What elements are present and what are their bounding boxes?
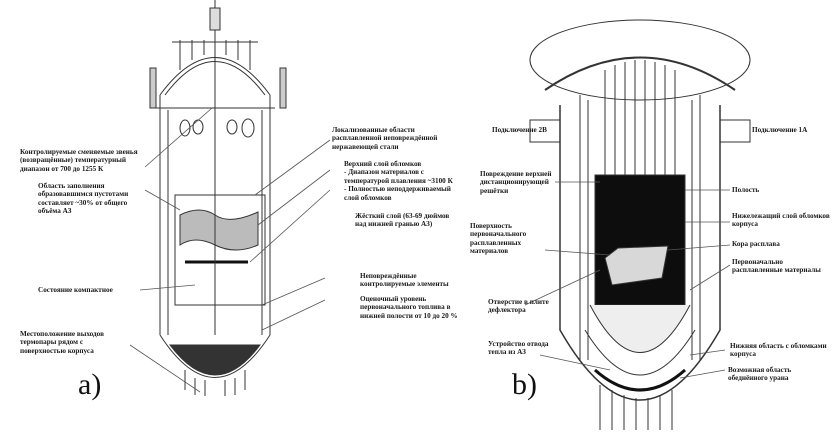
core-region <box>174 194 266 306</box>
callout-b-melt-crust: Кора расплава <box>732 240 780 248</box>
inlet-nozzle-1a <box>719 119 751 143</box>
leader-lines-b <box>524 181 731 379</box>
callout-a-compact-state: Состояние компактное <box>38 286 113 294</box>
lower-head <box>159 334 271 378</box>
callout-a-upper-debris: Верхний слой обломков - Диапазон материа… <box>344 160 453 202</box>
callout-b-debris-layer: Нижележащий слой обломков корпуса <box>732 212 830 229</box>
panel-label-b: b) <box>512 368 537 401</box>
callout-b-molten-materials: Первоначально расплавленные материалы <box>732 258 821 275</box>
callout-b-lower-debris: Нижняя область с обломками корпуса <box>730 342 827 359</box>
incore-tubes-b <box>599 385 673 430</box>
leader-lines-a <box>129 107 331 393</box>
callout-a-hard-layer: Жёсткий слой (63-69 дюймов над нижней гр… <box>355 212 450 229</box>
callout-b-cavity: Полость <box>732 186 760 194</box>
callout-b-depleted-uranium: Возможная область обеднённого урана <box>728 366 792 383</box>
callout-a-intact-elements: Неповреждённые контролируемые элементы <box>360 272 449 289</box>
callout-b-melt-surface: Поверхность первоначального расплавленны… <box>470 222 527 256</box>
callout-b-inlet-1a: Подключение 1А <box>752 126 808 134</box>
callout-a-molten-steel: Локализованные области расплавленной неп… <box>332 126 438 151</box>
debris-layer <box>179 209 259 251</box>
callout-b-inlet-2b: Подключение 2В <box>492 126 547 134</box>
vessel-head-flange <box>529 19 751 101</box>
core-cavity <box>594 174 686 306</box>
callout-a-thermocouple-location: Местоположение выходов термопары рядом с… <box>20 330 104 355</box>
inlet-nozzle-2b <box>529 119 561 143</box>
callout-b-heat-removal: Устройство отвода тепла из АЗ <box>488 340 549 357</box>
callout-a-void-region: Область заполнения образовавшимся пустот… <box>38 182 129 216</box>
guide-tubes-b <box>604 60 676 175</box>
lower-plenum-debris <box>168 344 262 376</box>
molten-crust-region <box>604 245 669 286</box>
incore-tubes <box>184 370 246 396</box>
callout-b-baffle-hole: Отверстие в плите дефлектора <box>488 298 549 315</box>
reactor-diagram-b <box>524 19 751 430</box>
panel-label-a: a) <box>78 368 102 401</box>
top-drive-housing <box>209 7 221 31</box>
callout-a-fuel-level: Оценочный уровень первоначального топлив… <box>360 295 458 320</box>
callout-b-upper-grid-damage: Повреждение верхней дистанционирующей ре… <box>480 170 552 195</box>
callout-a-control-rod-temperature: Контролируемые сменяемые звенья (возвращ… <box>20 148 138 173</box>
vessel-outer-b <box>559 105 721 401</box>
